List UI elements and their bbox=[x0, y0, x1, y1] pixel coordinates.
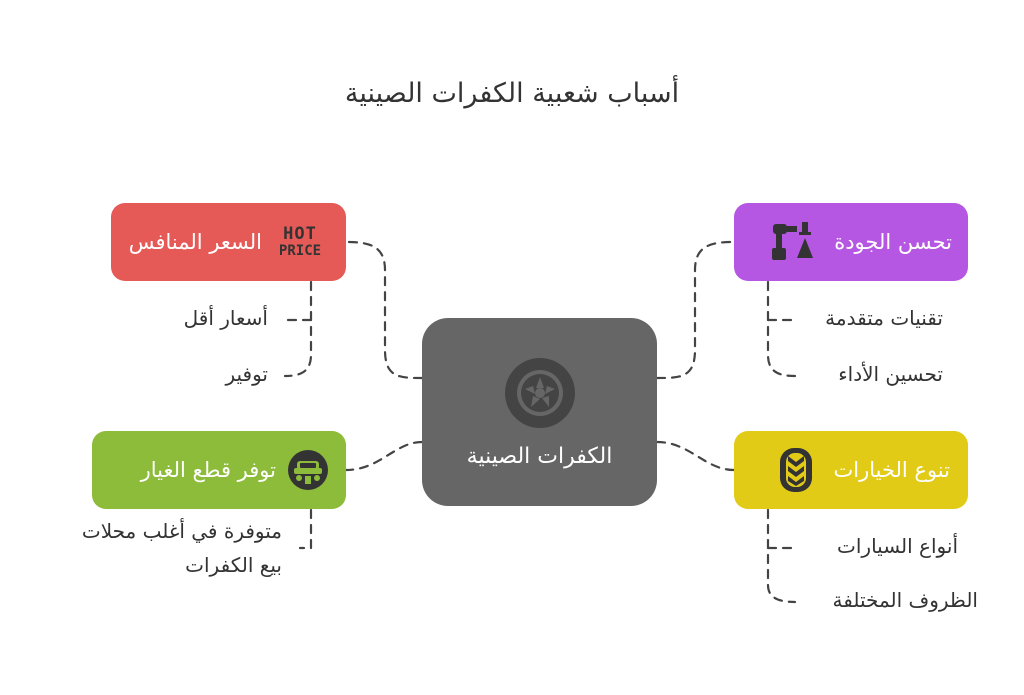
parts-item-text: متوفرة في أغلب محلات بيع الكفرات bbox=[82, 514, 282, 582]
branch-variety-box: تنوع الخيارات bbox=[734, 431, 968, 509]
car-service-icon bbox=[286, 448, 330, 492]
connector-price bbox=[344, 240, 424, 380]
price-item-1: أسعار أقل bbox=[183, 306, 268, 330]
center-label: الكفرات الصينية bbox=[466, 443, 613, 469]
branch-quality-label: تحسن الجودة bbox=[834, 230, 952, 254]
diagram-title: أسباب شعبية الكفرات الصينية bbox=[344, 78, 680, 109]
variety-item-1: أنواع السيارات bbox=[837, 534, 958, 558]
branch-variety-label: تنوع الخيارات bbox=[833, 458, 950, 482]
quality-item-1: تقنيات متقدمة bbox=[825, 306, 943, 330]
connector-quality bbox=[655, 240, 736, 380]
robot-arm-icon bbox=[766, 215, 820, 269]
connector-parts bbox=[344, 440, 424, 472]
quality-item-2: تحسين الأداء bbox=[838, 362, 943, 386]
connector-quality-items bbox=[766, 280, 797, 378]
tire-tread-icon bbox=[773, 445, 819, 495]
variety-item-2: الظروف المختلفة bbox=[832, 588, 978, 612]
connector-parts-items bbox=[298, 508, 313, 550]
center-node: الكفرات الصينية bbox=[422, 318, 657, 506]
branch-price-box: HOT PRICE السعر المنافس bbox=[111, 203, 346, 281]
branch-quality-box: تحسن الجودة bbox=[734, 203, 968, 281]
connector-variety bbox=[655, 440, 736, 472]
parts-item-line-1: متوفرة في أغلب محلات bbox=[81, 519, 282, 543]
hot-price-icon: HOT PRICE bbox=[272, 214, 328, 270]
branch-parts-label: توفر قطع الغيار bbox=[140, 458, 276, 482]
tire-icon bbox=[504, 357, 575, 428]
price-item-2: توفير bbox=[225, 362, 268, 386]
parts-item-line-2: بيع الكفرات bbox=[185, 553, 282, 577]
hot-price-icon-line1: HOT bbox=[283, 223, 317, 244]
hot-price-icon-line2: PRICE bbox=[278, 242, 322, 259]
branch-price-label: السعر المنافس bbox=[128, 230, 262, 254]
connector-variety-items bbox=[766, 508, 797, 604]
branch-parts-box: توفر قطع الغيار bbox=[92, 431, 346, 509]
connector-price-items bbox=[283, 280, 313, 378]
